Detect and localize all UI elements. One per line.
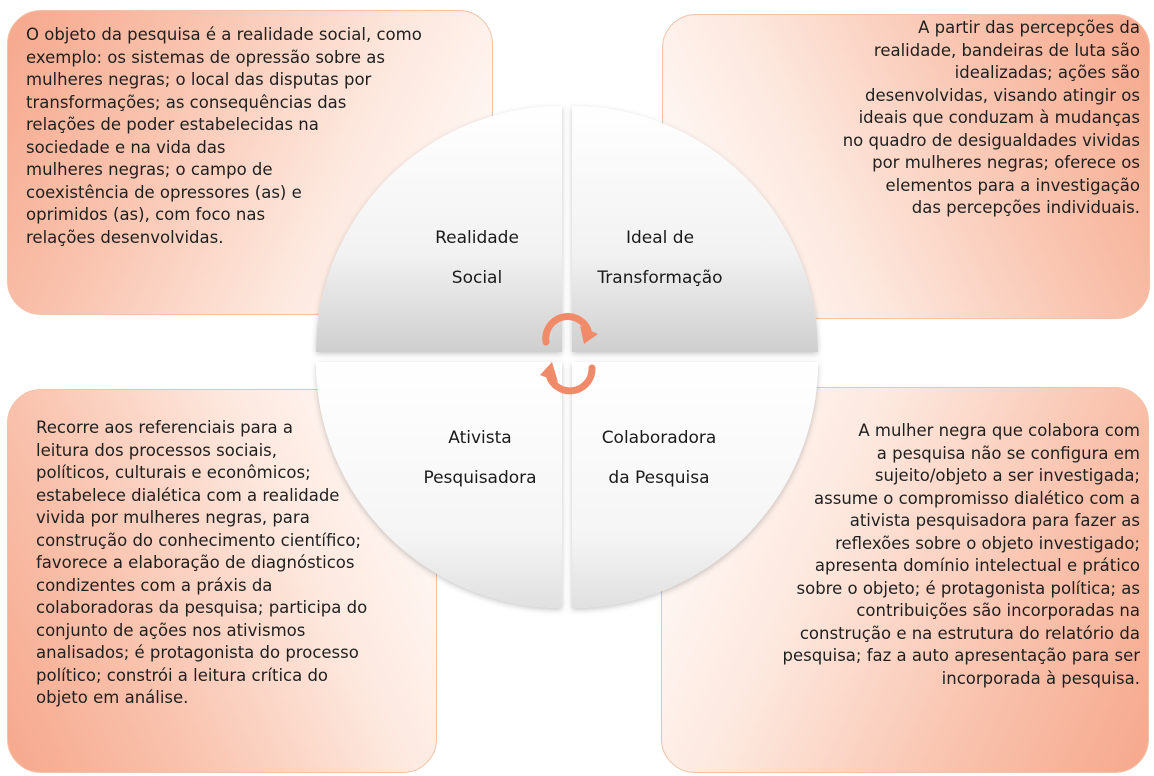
- text-line: sobre o objeto; é protagonista política;…: [796, 578, 1140, 598]
- text-line: ativista pesquisadora para fazer as: [849, 511, 1140, 530]
- text-line: condizentes com a práxis da: [36, 575, 273, 595]
- text-line: favorece a elaboração de diagnósticos: [36, 553, 355, 572]
- text-line: vivida por mulheres negras, para: [36, 508, 310, 527]
- text-line: relações desenvolvidas.: [26, 227, 224, 247]
- label-realidade-social: Realidade Social: [412, 218, 542, 298]
- text-line: idealizadas; ações são: [954, 63, 1140, 82]
- text-line: A partir das percepções da: [918, 18, 1140, 37]
- top-left-text: O objeto da pesquisa é a realidade socia…: [26, 24, 422, 249]
- quadrant-realidade-social: [316, 106, 562, 352]
- text-line: construção do conhecimento científico;: [36, 530, 362, 550]
- text-line: conjunto de ações nos ativismos: [36, 620, 306, 640]
- text-line: assume o compromisso dialético com a: [814, 488, 1140, 508]
- text-line: A mulher negra que colabora com: [858, 421, 1140, 440]
- text-line: objeto em análise.: [36, 688, 189, 707]
- text-line: incorporada à pesquisa.: [941, 668, 1140, 688]
- quadrant-label-line: da Pesquisa: [608, 468, 710, 488]
- quadrant-label-line: Transformação: [597, 268, 723, 288]
- circular-arrows-icon: [542, 313, 596, 395]
- text-line: reflexões sobre o objeto investigado;: [835, 533, 1140, 553]
- text-line: sociedade e na vida das: [26, 137, 226, 157]
- text-line: oprimidos (as), com foco nas: [26, 205, 266, 224]
- text-line: ideais que conduzam à mudanças: [858, 108, 1140, 127]
- label-ideal-transformacao: Ideal de Transformação: [585, 218, 735, 298]
- text-line: mulheres negras; o campo de: [26, 160, 273, 179]
- label-ativista-pesquisadora: Ativista Pesquisadora: [410, 418, 550, 498]
- quadrant-ideal-transformacao: [572, 106, 818, 352]
- quadrant-label-line: Colaboradora: [601, 428, 717, 448]
- text-line: estabelece dialética com a realidade: [36, 485, 340, 505]
- quadrant-label-line: Ideal de: [625, 228, 695, 248]
- text-line: coexistência de opressores (as) e: [26, 182, 302, 202]
- quadrant-ativista-pesquisadora: [316, 362, 562, 608]
- text-line: sujeito/objeto a ser investigada;: [874, 466, 1140, 485]
- bottom-right-text: A mulher negra que colabora com a pesqui…: [782, 420, 1140, 690]
- text-line: pesquisa; faz a auto apresentação para s…: [782, 646, 1140, 665]
- text-line: desenvolvidas, visando atingir os: [864, 85, 1140, 105]
- text-line: Recorre aos referenciais para a: [36, 418, 293, 437]
- text-line: político; constrói a leitura crítica do: [36, 665, 329, 685]
- quadrant-label-line: Ativista: [448, 428, 512, 448]
- text-line: mulheres negras; o local das disputas po…: [26, 70, 372, 89]
- text-line: realidade, bandeiras de luta são: [873, 40, 1140, 60]
- text-line: O objeto da pesquisa é a realidade socia…: [26, 25, 422, 44]
- text-line: das percepções individuais.: [911, 198, 1140, 217]
- text-line: apresenta domínio intelectual e prático: [814, 556, 1140, 575]
- quadrant-label-line: Pesquisadora: [423, 468, 537, 488]
- text-line: contribuições são incorporadas na: [856, 601, 1140, 620]
- text-line: relações de poder estabelecidas na: [26, 115, 319, 134]
- text-line: leitura dos processos sociais,: [36, 440, 278, 460]
- top-right-text: A partir das percepções da realidade, ba…: [843, 17, 1140, 220]
- text-line: a pesquisa não se configura em: [876, 443, 1140, 463]
- text-line: transformações; as consequências das: [26, 92, 347, 112]
- quadrant-label-line: Realidade: [435, 228, 519, 248]
- text-line: construção e na estrutura do relatório d…: [799, 623, 1140, 643]
- quadrant-colaboradora-pesquisa: [572, 362, 818, 608]
- label-colaboradora-pesquisa: Colaboradora da Pesquisa: [584, 418, 734, 498]
- text-line: analisados; é protagonista do processo: [36, 643, 359, 662]
- bottom-left-text: Recorre aos referenciais para a leitura …: [36, 417, 367, 710]
- text-line: colaboradoras da pesquisa; participa do: [36, 598, 368, 617]
- text-line: políticos, culturais e econômicos;: [36, 463, 311, 482]
- text-line: elementos para a investigação: [885, 175, 1140, 195]
- quadrant-label-line: Social: [451, 268, 503, 288]
- text-line: por mulheres negras; oferece os: [872, 153, 1140, 172]
- text-line: no quadro de desigualdades vividas: [842, 130, 1140, 150]
- text-line: exemplo: os sistemas de opressão sobre a…: [26, 47, 386, 67]
- arrowheads: [540, 326, 598, 382]
